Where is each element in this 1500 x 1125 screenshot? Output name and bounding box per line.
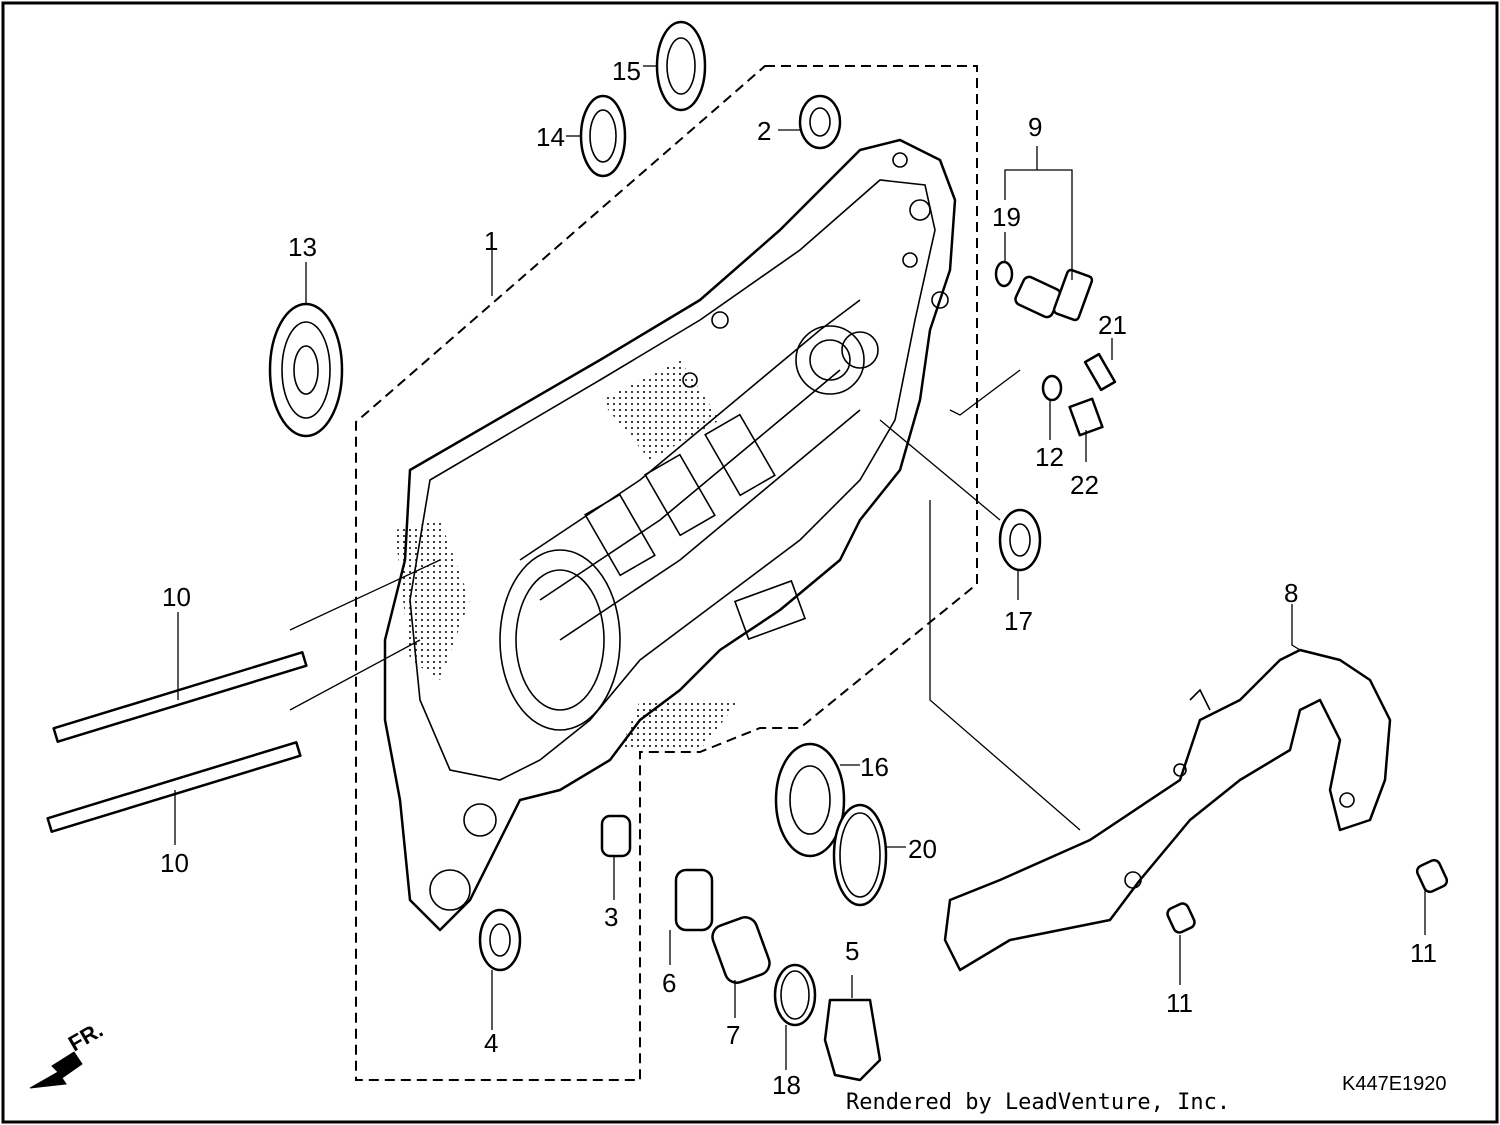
callout-7: 7 <box>726 1020 740 1050</box>
callout-18: 18 <box>772 1070 801 1100</box>
bracket-8 <box>943 648 1392 972</box>
callout-20: 20 <box>908 834 937 864</box>
screw-11-right <box>1415 858 1449 894</box>
crankcase-shading <box>395 520 470 680</box>
front-direction-label: FR. <box>64 1017 107 1056</box>
bearing-15 <box>655 20 707 112</box>
oil-seal-2 <box>798 94 842 150</box>
drawing-code: K447E1920 <box>1342 1073 1447 1095</box>
bearing-13 <box>268 302 344 438</box>
callout-16: 16 <box>860 752 889 782</box>
stud-bolt-10-lower <box>46 741 302 833</box>
callout-11-right: 11 <box>1410 938 1437 968</box>
oil-seal-17 <box>998 508 1042 572</box>
callout-6: 6 <box>662 968 676 998</box>
leader-lines <box>174 65 1426 1070</box>
callout-9: 9 <box>1028 112 1042 142</box>
bearing-14 <box>579 94 627 178</box>
callout-14: 14 <box>536 122 565 152</box>
callout-21: 21 <box>1098 310 1127 340</box>
footer-credit: Rendered by LeadVenture, Inc. <box>846 1090 1231 1115</box>
callout-8: 8 <box>1284 578 1298 608</box>
callout-13: 13 <box>288 232 317 262</box>
bearing-4 <box>478 908 522 972</box>
callout-5: 5 <box>845 936 859 966</box>
crankcase-body <box>383 138 957 932</box>
callout-4: 4 <box>484 1028 498 1058</box>
callout-22: 22 <box>1070 470 1099 500</box>
callout-2: 2 <box>757 116 771 146</box>
speed-sensor-9 <box>994 260 1117 437</box>
callout-17: 17 <box>1004 606 1033 636</box>
screw-11-left <box>1166 902 1196 934</box>
drive-components <box>674 742 888 1082</box>
callout-3: 3 <box>604 902 618 932</box>
callout-10-upper: 10 <box>162 582 191 612</box>
callout-11-left: 11 <box>1166 988 1193 1018</box>
assembly-group-outline <box>355 65 978 1081</box>
callout-19: 19 <box>992 202 1021 232</box>
front-direction-arrow-icon: FR. <box>29 1017 107 1089</box>
callout-10-lower: 10 <box>160 848 189 878</box>
callout-15: 15 <box>612 56 641 86</box>
dowel-pin-3 <box>600 814 632 858</box>
stud-bolt-10-upper <box>52 651 308 743</box>
callout-labels: 1 2 3 4 5 6 7 8 9 10 10 11 11 12 13 14 1… <box>160 56 1437 1100</box>
callout-12: 12 <box>1035 442 1064 472</box>
callout-1: 1 <box>484 226 498 256</box>
